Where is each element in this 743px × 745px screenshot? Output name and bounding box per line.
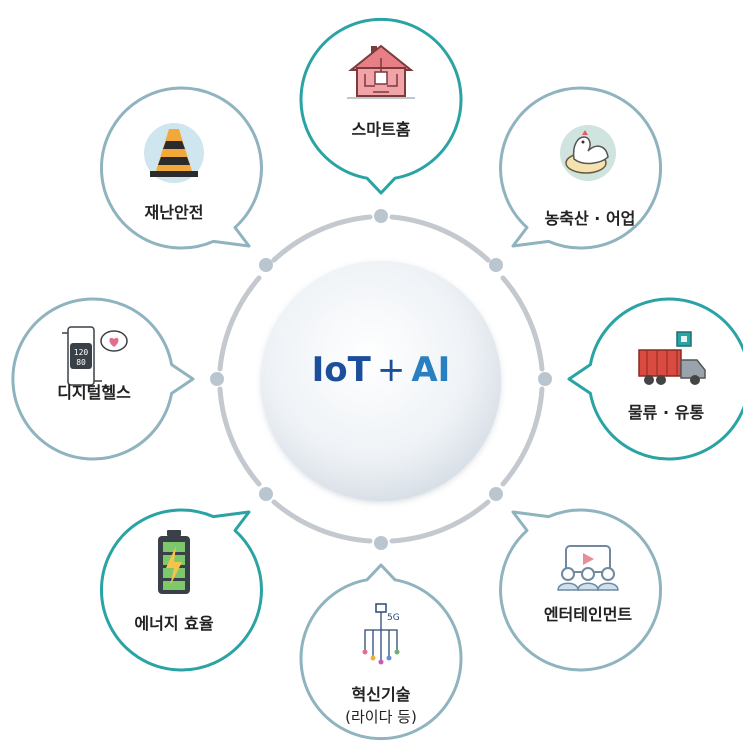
center-hub [261,261,501,501]
svg-text:5G: 5G [387,613,400,623]
battery-icon [158,530,190,594]
innovation-label: 혁신기술 [352,685,411,704]
dot-bottom-right [489,487,503,501]
agri-fish-label: 농축산 · 어업 [545,209,636,228]
node-disaster: 재난안전 [99,86,263,250]
svg-text:120: 120 [74,348,89,357]
disaster-label: 재난안전 [145,203,204,222]
node-innovation: 5G 혁신기술 (라이다 등) [299,563,463,741]
energy-label: 에너지 효율 [134,614,213,633]
truck-chip-icon [638,331,706,385]
chicken-icon [560,125,616,181]
dot-bottom [374,536,388,550]
center-title: IoT+AI [271,350,491,390]
node-smart-home: 스마트홈 [299,17,463,195]
node-entertainment: 엔터테인먼트 [499,508,663,672]
innovation-sublabel: (라이다 등) [345,708,417,726]
center-plus: + [376,350,406,390]
smart-home-bubble [299,17,463,195]
node-energy: 에너지 효율 [99,508,263,672]
outer-ring [217,214,545,544]
dot-bottom-left [259,487,273,501]
ring-dots [210,209,552,550]
dot-left [210,372,224,386]
svg-text:80: 80 [76,358,86,367]
smartwatch-heart-icon: 120 80 [62,326,128,386]
node-logistics: 물류 · 유통 [567,297,743,461]
video-audience-icon [557,545,619,591]
entertainment-label: 엔터테인먼트 [544,605,633,624]
digital-health-label: 디지털헬스 [57,383,131,402]
dot-top-right [489,258,503,272]
digital-health-bubble [11,297,195,461]
center-iot: IoT [311,350,371,390]
logistics-bubble [567,297,743,461]
logistics-label: 물류 · 유통 [628,403,704,422]
dot-top-left [259,258,273,272]
node-digital-health: 120 80 디지털헬스 [11,297,195,461]
node-agri-fish: 농축산 · 어업 [499,86,663,250]
center-ai: AI [411,350,451,390]
dot-right [538,372,552,386]
smart-home-icon [347,44,415,99]
smart-home-label: 스마트홈 [352,120,411,139]
5g-circuit-icon: 5G [362,603,400,665]
traffic-cone-icon [144,123,204,183]
dot-top [374,209,388,223]
